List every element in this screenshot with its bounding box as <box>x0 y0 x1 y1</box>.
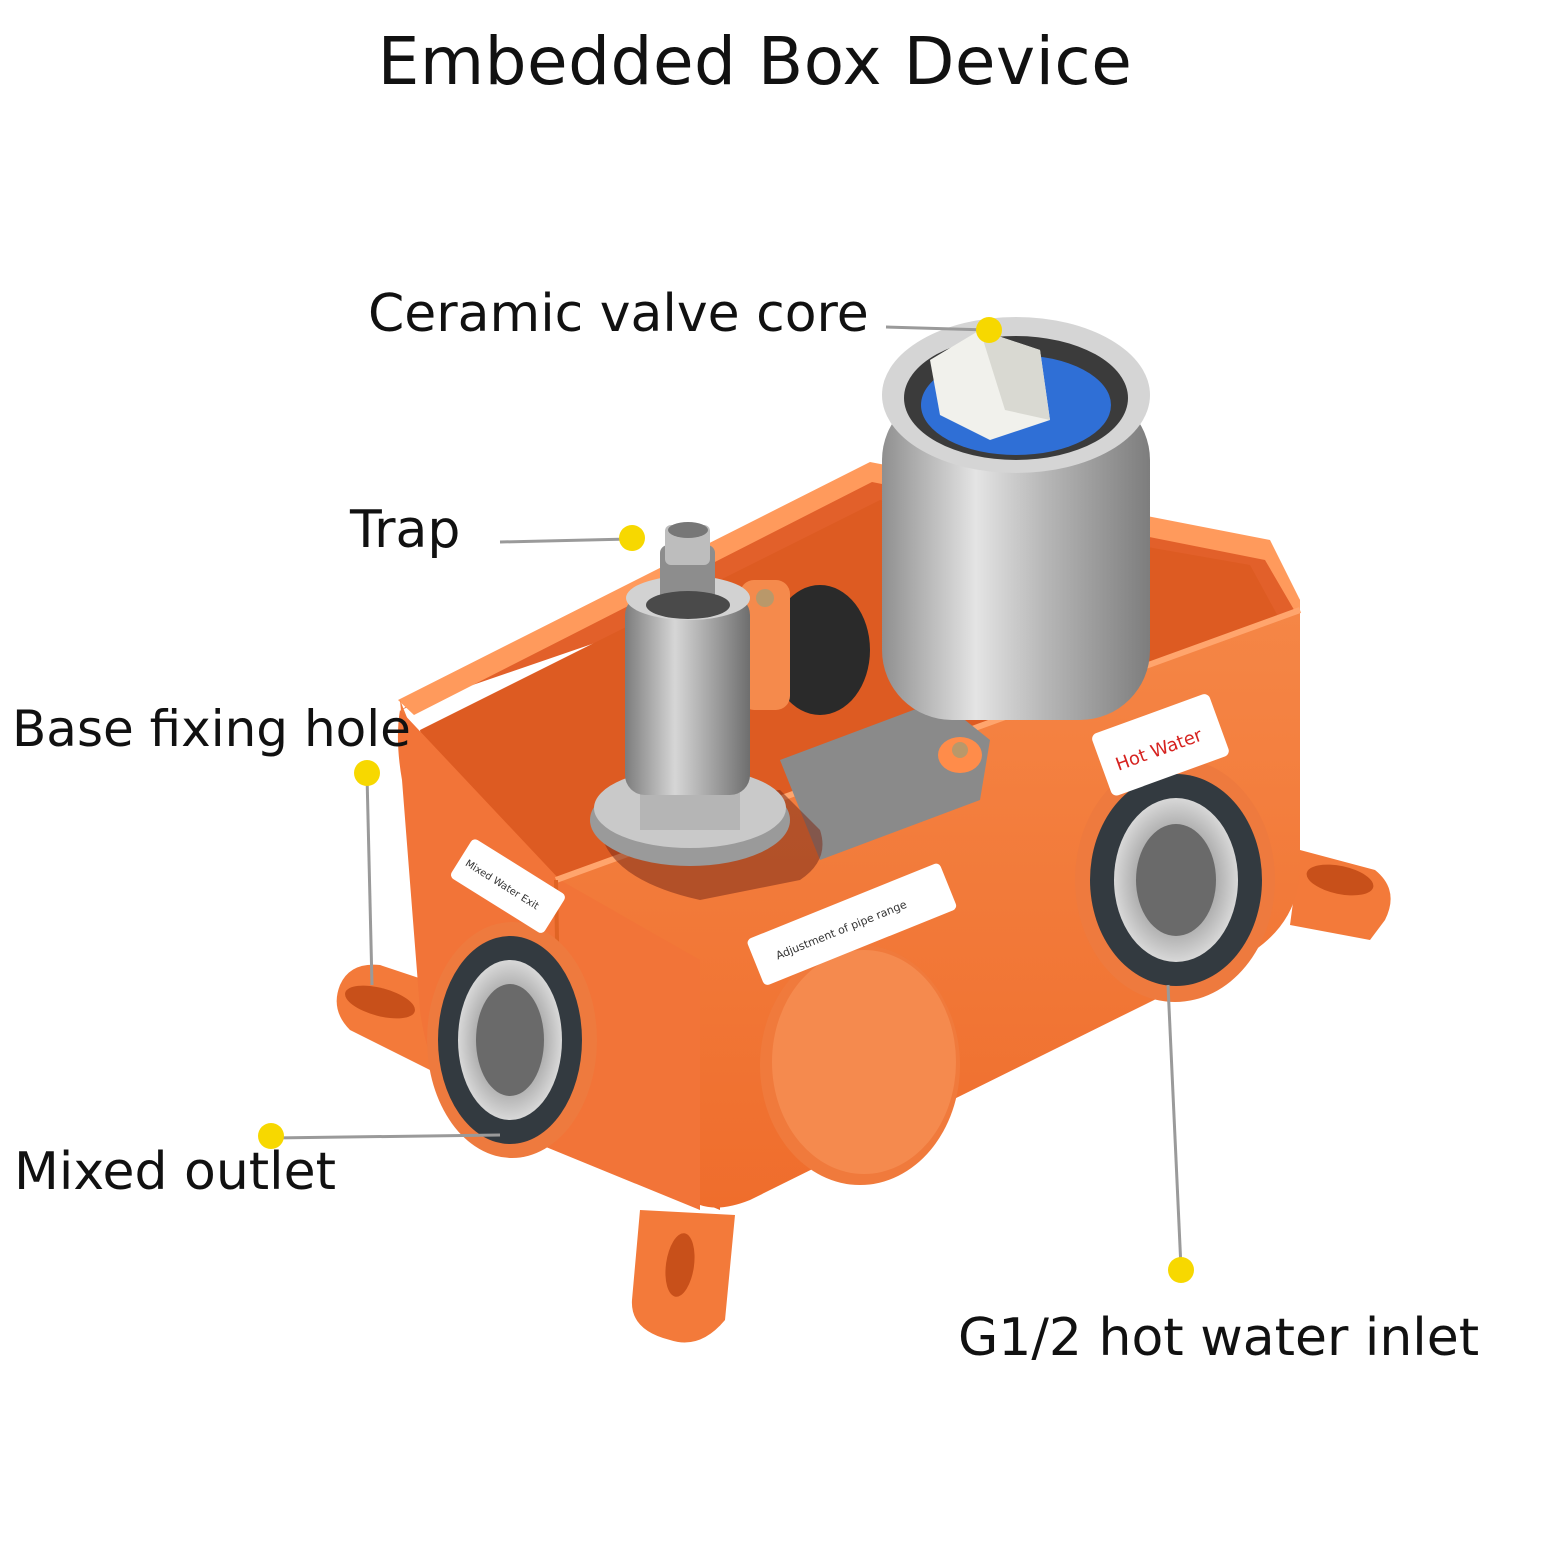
base-fixing-tabs <box>336 850 1391 1343</box>
mixed-outlet-port <box>427 922 597 1158</box>
leader-lines <box>271 325 1183 1269</box>
marker-ceramic <box>976 317 1002 343</box>
marker-mixed <box>258 1123 284 1149</box>
leader-inlet <box>1166 984 1183 1269</box>
marker-trap <box>619 525 645 551</box>
blanking-cap <box>760 945 960 1185</box>
page-title: Embedded Box Device <box>377 23 1133 100</box>
label-mixed-outlet: Mixed outlet <box>14 1142 337 1202</box>
trap-stem <box>590 522 790 866</box>
leader-ceramic <box>885 325 989 332</box>
label-trap: Trap <box>350 500 461 560</box>
hot-water-inlet-port <box>1075 758 1275 1002</box>
leader-mixed <box>271 1133 501 1140</box>
label-ceramic-valve-core: Ceramic valve core <box>368 284 869 344</box>
marker-base <box>354 760 380 786</box>
leader-trap <box>499 537 631 544</box>
label-base-fixing-hole: Base fixing hole <box>12 700 411 758</box>
callout-markers <box>258 317 1194 1283</box>
hot-water-sticker: Hot Water <box>1092 694 1229 796</box>
marker-inlet <box>1168 1257 1194 1283</box>
ceramic-valve-core <box>882 317 1150 720</box>
label-hot-water-inlet: G1/2 hot water inlet <box>958 1308 1480 1368</box>
leader-base <box>365 774 374 986</box>
